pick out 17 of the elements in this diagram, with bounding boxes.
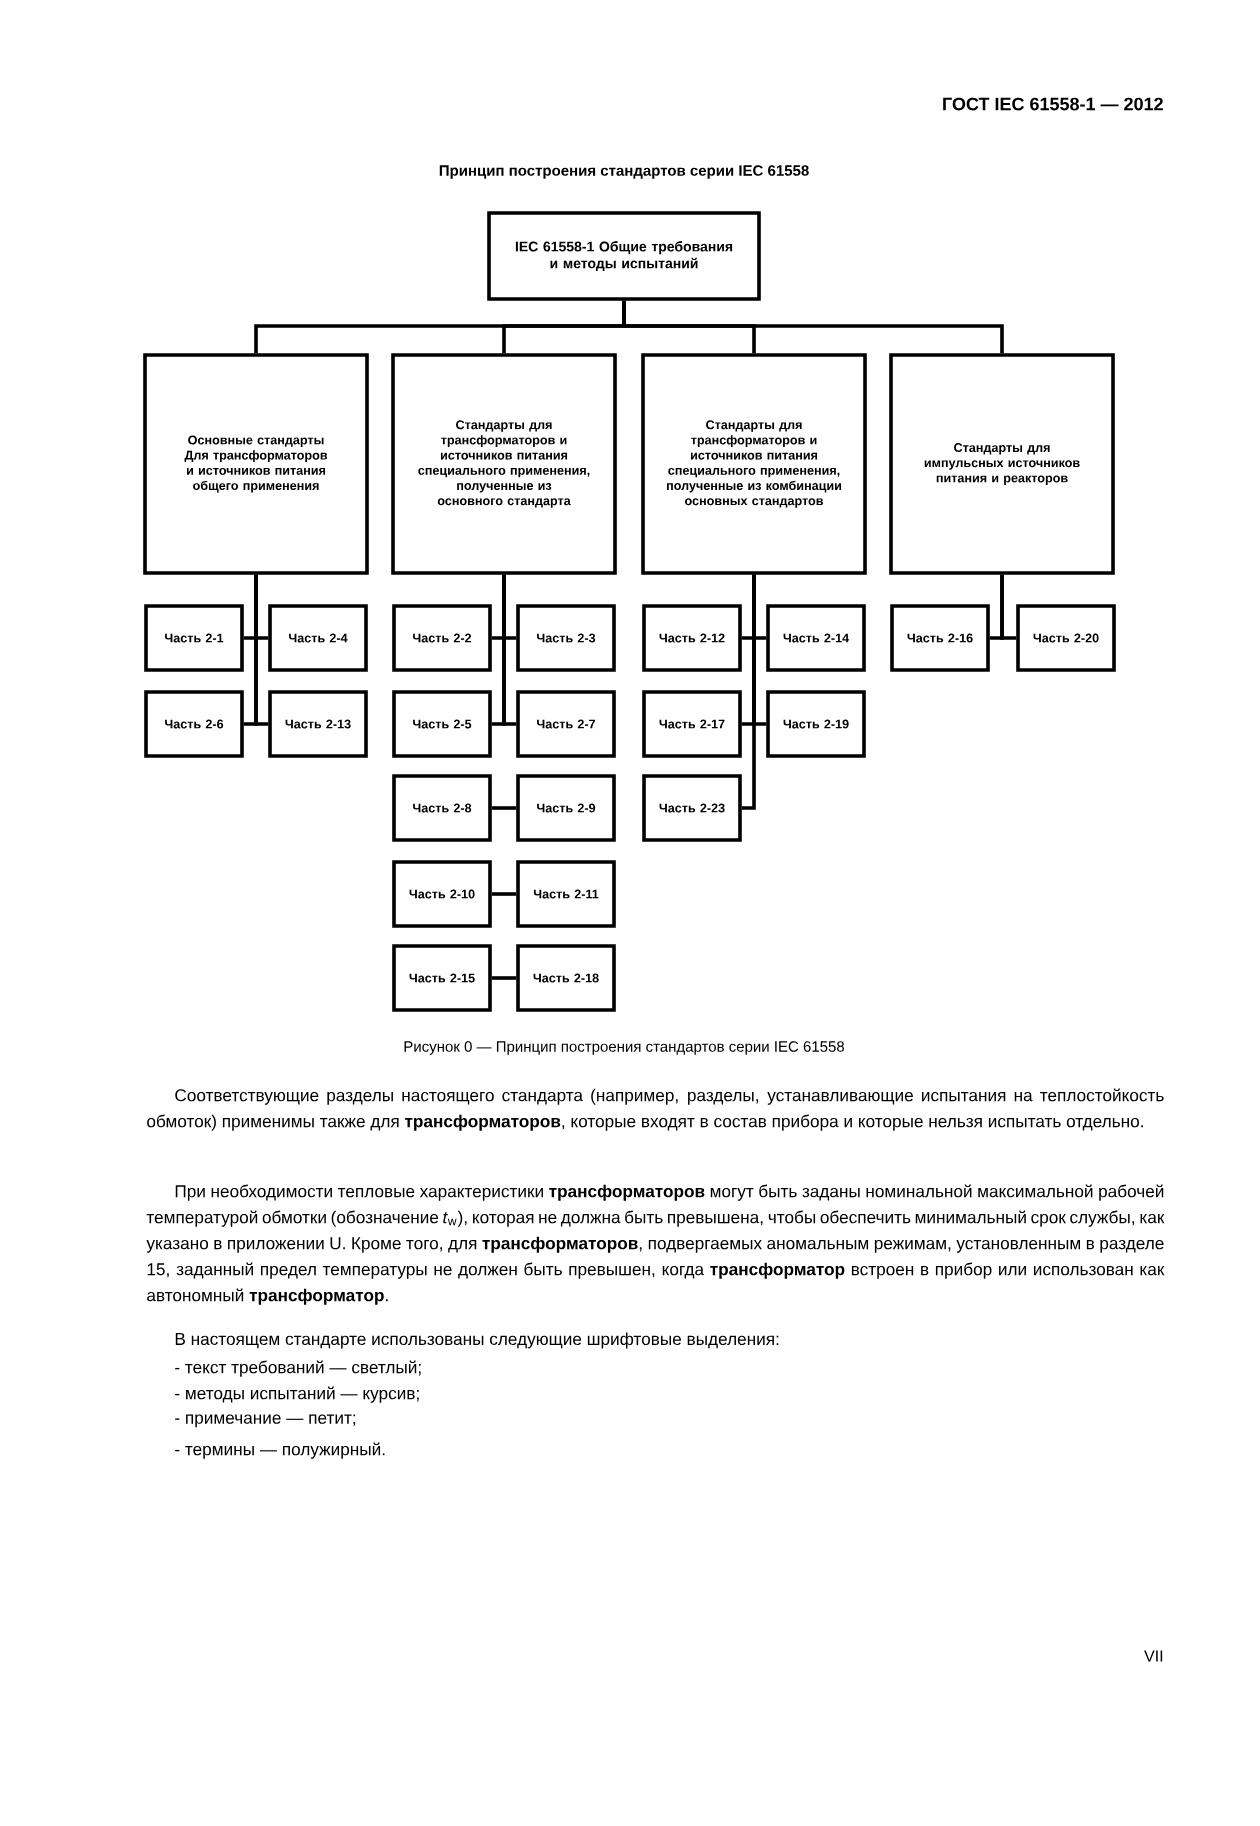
connector-line [491,806,517,810]
body-paragraph: В настоящем стандарте использованы следующие шрифтовые выделения: [175,1332,779,1349]
connector-line [491,892,517,896]
page-header: ГОСТ IEC 61558-1 — 2012 [943,97,1163,111]
list-item: - термины — полужирный. [175,1442,385,1459]
list-item: - текст требований — светлый; [175,1360,421,1377]
connector-line [502,574,517,726]
connector-line [1000,574,1017,640]
list-item: - методы испытаний — курсив; [175,1386,419,1403]
connector-line [741,574,756,810]
connector-line [622,300,1004,354]
page-number: VII [1144,1650,1163,1662]
connector-line [254,574,269,726]
body-paragraph: При необходимости тепловые характеристики трансформаторов могут быть заданы номинальной максимальной рабочей температурой обмотки (обозначение t$_{w}$), которая не должна быть превышена, чтобы обеспечить минимальный срок службы, как указано в приложении U. Кроме того, для трансформаторов, подвергаемых аномальным режимам, установленным в разделе 15, заданный предел температуры не должен быть превышен, когда трансформатор встроен в прибор или использован как автономный трансформатор. [146,1184,1165,1305]
body-paragraph: Соответствующие разделы настоящего стандарта (например, разделы, устанавливающие испытания на теплостойкость обмоток) применимы также для трансформаторов, которые входят в состав прибора и которые нельзя испытать отдельно. [147,1088,1164,1131]
list-item: - примечание — петит; [175,1414,356,1428]
connector-line [491,976,517,980]
